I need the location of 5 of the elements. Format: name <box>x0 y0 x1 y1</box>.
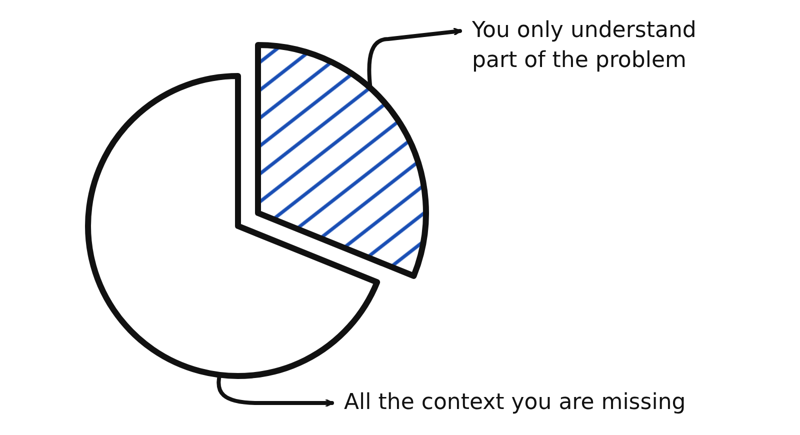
callout-text: You only understand part of the problem <box>472 16 732 76</box>
pie-slice <box>85 73 380 379</box>
arrow <box>216 372 334 408</box>
hatched-pie-slice <box>255 42 429 279</box>
callout-text: All the context you are missing <box>344 388 764 418</box>
